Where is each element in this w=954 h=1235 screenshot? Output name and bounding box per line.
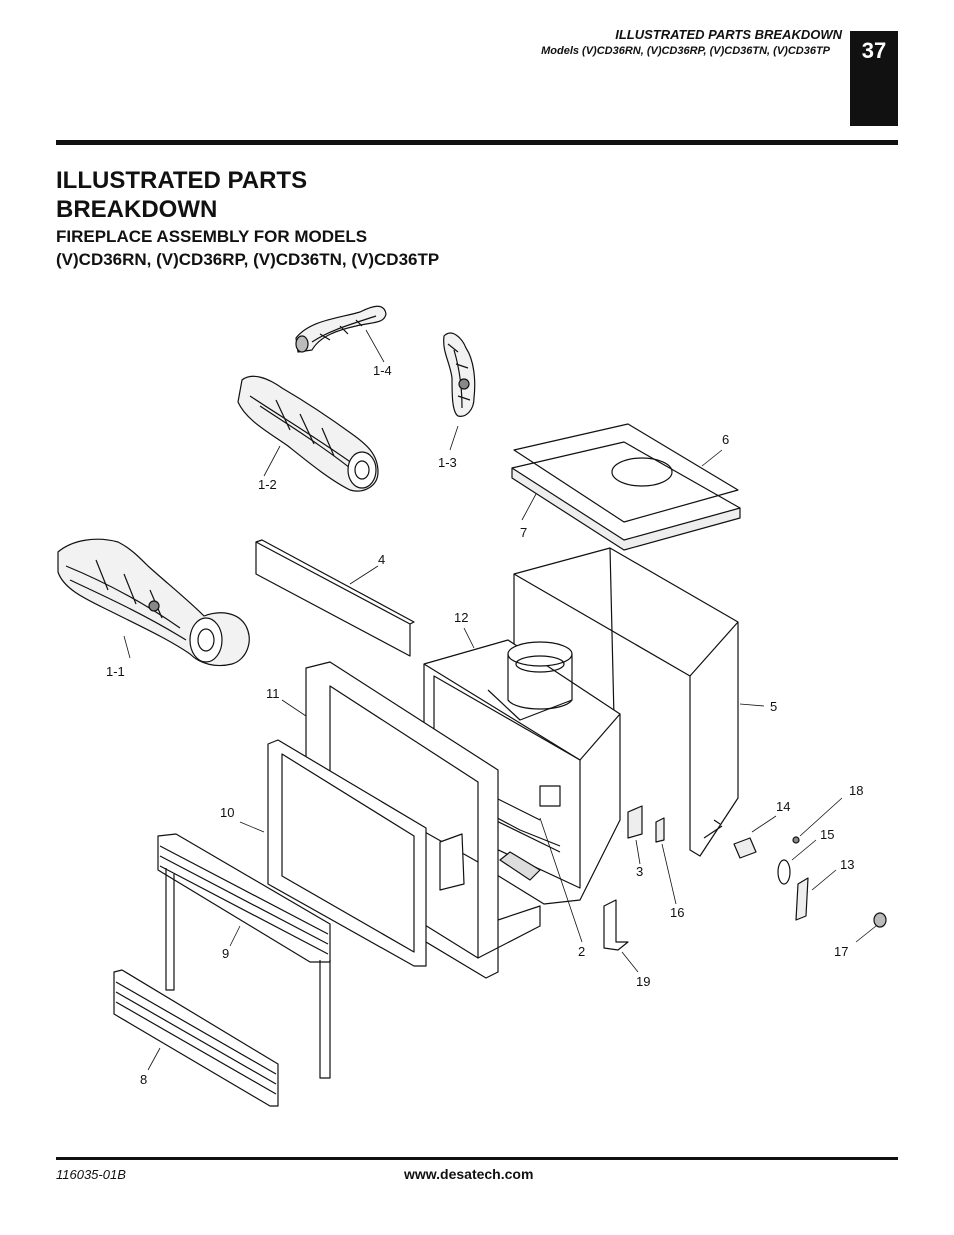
callout-1-1: 1-1 (106, 664, 125, 679)
subtitle-line-1: FIREPLACE ASSEMBLY FOR MODELS (56, 227, 368, 246)
callout-13: 13 (840, 857, 854, 872)
header-section-title: ILLUSTRATED PARTS BREAKDOWN (615, 27, 842, 42)
callout-5: 5 (770, 699, 777, 714)
top-rule (56, 140, 898, 145)
callout-17: 17 (834, 944, 848, 959)
callout-9: 9 (222, 946, 229, 961)
bracket-14 (733, 837, 757, 859)
page-number-badge: 37 (850, 31, 898, 126)
callout-8: 8 (140, 1072, 147, 1087)
leader-lines (123, 329, 877, 1071)
insulation-board-7 (511, 441, 741, 551)
callout-15: 15 (820, 827, 834, 842)
callout-1-4: 1-4 (373, 363, 392, 378)
callout-4: 4 (378, 552, 385, 567)
log-1-3 (443, 332, 476, 417)
website-link[interactable]: www.desatech.com (404, 1166, 534, 1182)
callout-7: 7 (520, 525, 527, 540)
baffle-4 (255, 539, 415, 657)
subtitle-line-2: (V)CD36RN, (V)CD36RP, (V)CD36TN, (V)CD36… (56, 250, 440, 269)
page-title: ILLUSTRATED PARTS BREAKDOWN (56, 167, 308, 223)
callout-18: 18 (849, 783, 863, 798)
callout-19: 19 (636, 974, 650, 989)
callout-12: 12 (454, 610, 468, 625)
page-subtitle: FIREPLACE ASSEMBLY FOR MODELS (V)CD36RN,… (56, 225, 439, 271)
glass-frame-10 (267, 739, 427, 967)
callout-1-2: 1-2 (258, 477, 277, 492)
callout-1-3: 1-3 (438, 455, 457, 470)
knob-17 (873, 912, 887, 928)
callout-14: 14 (776, 799, 790, 814)
page-number: 37 (861, 38, 887, 63)
plate-13 (795, 877, 809, 921)
bracket-19 (603, 899, 629, 951)
callout-11: 11 (266, 686, 280, 701)
document-number: 116035-01B (56, 1167, 126, 1182)
callouts: 1-4 1-3 1-2 6 7 4 12 1-1 11 5 18 14 10 1… (106, 363, 863, 1087)
header-models: Models (V)CD36RN, (V)CD36RP, (V)CD36TN, … (541, 45, 830, 57)
nut-18 (792, 836, 800, 844)
top-panel-6 (513, 423, 739, 523)
control-3 (627, 805, 643, 839)
log-1-2 (237, 375, 379, 492)
callout-16: 16 (670, 905, 684, 920)
switch-16 (655, 817, 665, 843)
callout-6: 6 (722, 432, 729, 447)
callout-3: 3 (636, 864, 643, 879)
callout-10: 10 (220, 805, 234, 820)
louver-9 (157, 833, 331, 1079)
log-1-4 (295, 305, 387, 353)
log-1-1 (57, 538, 250, 667)
bottom-rule (56, 1157, 898, 1160)
louver-8 (113, 969, 279, 1107)
callout-2: 2 (578, 944, 585, 959)
washer-15 (777, 859, 791, 885)
